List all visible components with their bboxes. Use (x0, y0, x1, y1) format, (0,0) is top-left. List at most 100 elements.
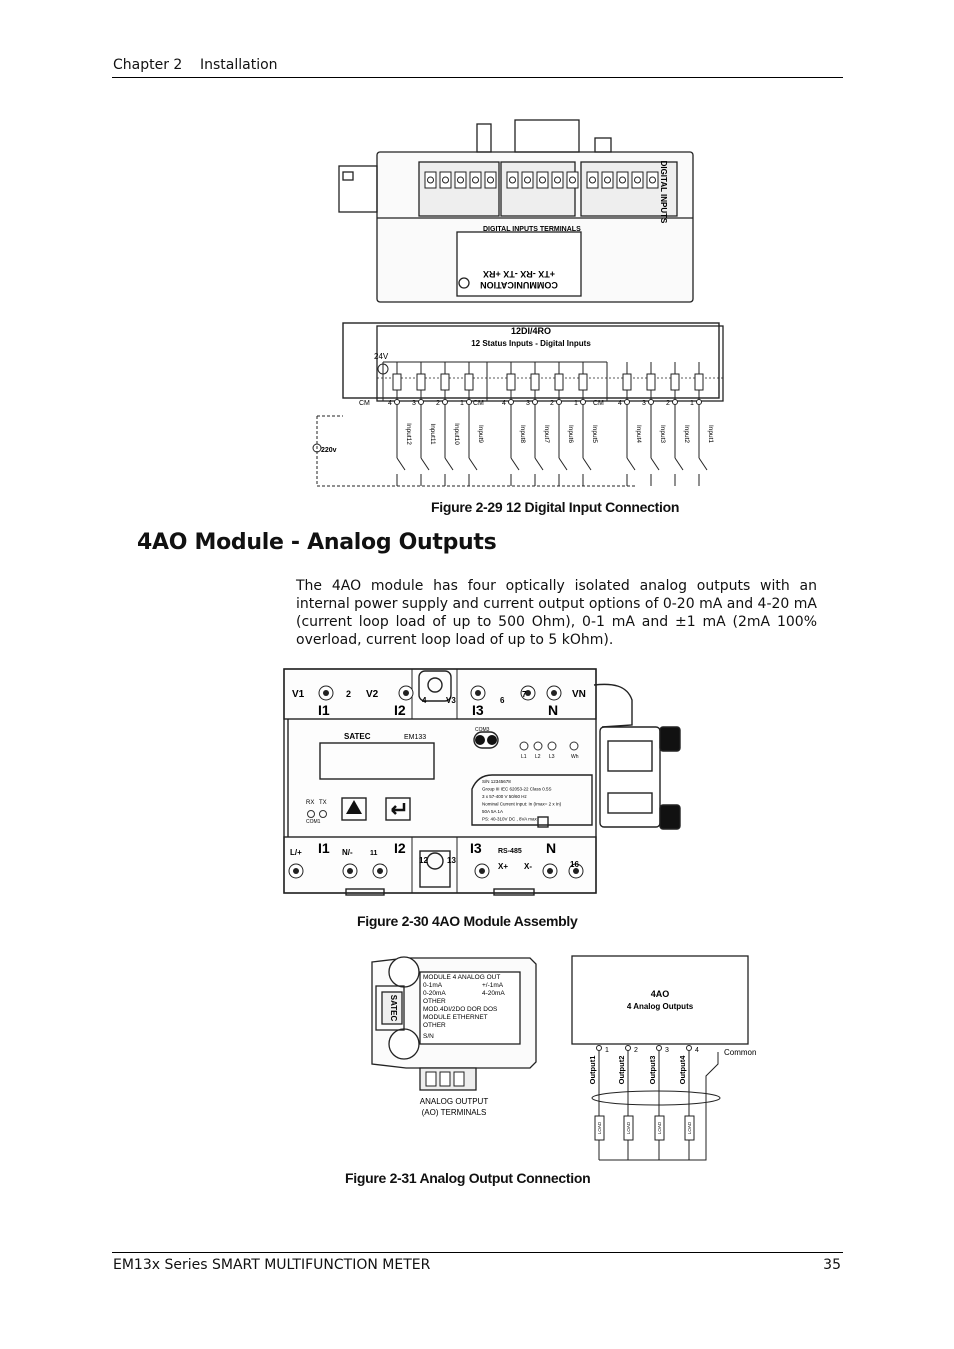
plate-line: PS: 40-310V DC , 8VA max (482, 817, 537, 822)
label-plate-line: OTHER (423, 998, 446, 1005)
top-terminal-label: 4 (422, 696, 427, 705)
screw-head (547, 868, 553, 874)
pin-number: 2 (436, 400, 440, 407)
module-title-4ao: 4AO (651, 989, 670, 999)
module-subtitle-4ao: 4 Analog Outputs (627, 1002, 694, 1011)
screw-head (573, 868, 579, 874)
resistor (578, 373, 588, 391)
output-label: Output1 (588, 1056, 597, 1085)
cm-label: CM (593, 400, 604, 407)
pin (624, 399, 630, 405)
rx-label: RX (306, 800, 314, 806)
screw-head (323, 690, 329, 696)
ao-terminals-label-2: (AO) TERMINALS (422, 1108, 487, 1117)
screw-head (442, 176, 449, 184)
bottom-terminal-label: N (546, 840, 556, 856)
output-pin (656, 1045, 662, 1051)
digital-input-figure: DIGITAL INPUTS TERMINALS COMMUNICATION +… (312, 119, 724, 487)
brand-label: SATEC (344, 732, 371, 741)
top-terminal-label: V1 (292, 689, 305, 700)
pin-number: 2 (666, 400, 670, 407)
top-terminal-label: 7 (522, 690, 527, 699)
output-pin (625, 1045, 631, 1051)
switch (444, 457, 454, 471)
output-pin-number: 4 (695, 1047, 699, 1054)
page-header: Chapter 2 Installation (112, 55, 843, 78)
output-label: Output3 (648, 1056, 657, 1085)
pin-number: 3 (642, 400, 646, 407)
digital-terminals-label: DIGITAL INPUTS TERMINALS (483, 226, 581, 233)
status-led-icon (519, 741, 529, 751)
top-terminal-label: I1 (318, 702, 330, 718)
digital-inputs-side-label: DIGITAL INPUTS (659, 161, 668, 224)
pin-number: 1 (690, 400, 694, 407)
input-label: Input2 (683, 425, 690, 443)
bottom-terminal-label: 16 (570, 860, 579, 869)
switch (468, 457, 478, 471)
input-label: Input5 (591, 425, 598, 443)
plate-line: Group III IEC 62053-22 Class 0.5S (482, 787, 552, 792)
screw-head (525, 690, 531, 696)
switch (698, 457, 708, 471)
input-label: Input9 (477, 425, 484, 443)
bottom-terminal-label: X- (524, 862, 532, 871)
screw-head (524, 176, 531, 184)
screw-head (475, 690, 481, 696)
screw-head (347, 868, 353, 874)
output-pin (596, 1045, 602, 1051)
screw-head (589, 176, 596, 184)
pin (394, 399, 400, 405)
up-arrow-icon[interactable] (346, 800, 362, 814)
caption-fig-2-31: Figure 2-31 Analog Output Connection (345, 1170, 591, 1186)
top-terminal-label: V2 (366, 689, 379, 700)
input-label: Input6 (567, 425, 574, 443)
rx-led-icon (307, 810, 315, 818)
input-label: Input1 (707, 425, 714, 443)
pin (696, 399, 702, 405)
label-plate-line: OTHER (423, 1022, 446, 1029)
plate-line: 3 x 57-400 V 50/60 Hz (482, 794, 528, 799)
resistor (506, 373, 516, 391)
enter-icon[interactable] (391, 803, 406, 815)
resistor (530, 373, 540, 391)
terminal-screw (506, 171, 519, 189)
output-pin-number: 3 (665, 1047, 669, 1054)
page-number: 35 (823, 1257, 841, 1273)
analog-outputs: 1Output1LOAD2Output2LOAD3Output3LOAD4Out… (588, 1045, 699, 1160)
pin (442, 399, 448, 405)
switch (534, 457, 544, 471)
terminal-screw (536, 171, 549, 189)
top-terminal-label: V3 (446, 696, 456, 705)
ao-terminal-screw (439, 1071, 451, 1087)
label-plate-line: 4-20mA (482, 990, 505, 997)
com3-port (475, 735, 485, 745)
resistor (440, 373, 450, 391)
input-label: Input4 (635, 425, 642, 443)
common-label: Common (724, 1048, 756, 1057)
ao-terminal-screw (453, 1071, 465, 1087)
page-footer: EM13x Series SMART MULTIFUNCTION METER 3… (112, 1252, 843, 1277)
switch (650, 457, 660, 471)
terminal-screw (454, 171, 467, 189)
screw-head (509, 176, 516, 184)
input-label: Input3 (659, 425, 666, 443)
top-terminal-label: 2 (346, 689, 351, 699)
pin (556, 399, 562, 405)
label-plate-line: 0-20mA (423, 990, 446, 997)
resistor (670, 373, 680, 391)
load-resistor (684, 1115, 695, 1141)
bottom-terminal-label: N/- (342, 848, 353, 857)
cm-label: CM (359, 400, 370, 407)
switch (674, 457, 684, 471)
label-24v: 24V (374, 352, 389, 361)
tx-led-icon (319, 810, 327, 818)
screw-head (619, 176, 626, 184)
input-label: Input11 (429, 423, 436, 445)
led-label: L1 (521, 754, 527, 760)
input-label: Input8 (519, 425, 526, 443)
screw-head (479, 868, 485, 874)
com3-label: COM3 (475, 727, 490, 733)
